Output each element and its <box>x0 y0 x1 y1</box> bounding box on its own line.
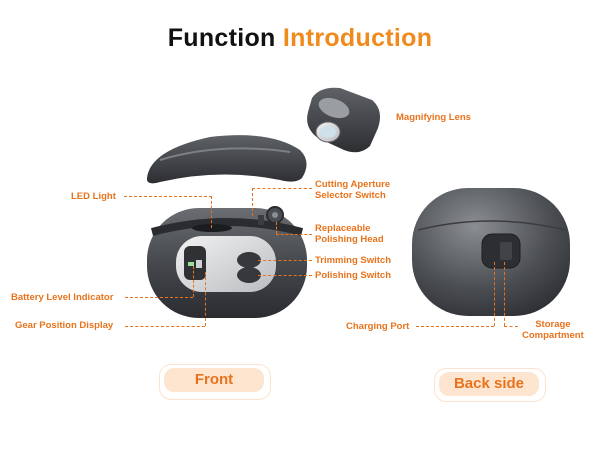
device-back-body <box>412 188 570 316</box>
label-storage-line2: Compartment <box>522 330 584 341</box>
label-storage-compartment: Storage Compartment <box>522 319 584 341</box>
gear-position-line-v <box>205 272 206 326</box>
led-light-line-v <box>211 196 212 228</box>
gear-position-line-h <box>125 326 205 327</box>
replaceable-head-line-v <box>276 222 277 234</box>
device-lid <box>146 135 307 184</box>
title-word-introduction: Introduction <box>282 24 433 52</box>
led-light-line-h <box>124 196 212 197</box>
battery-level-line-h <box>125 297 193 298</box>
label-led-light: LED Light <box>71 191 116 202</box>
label-magnifying-lens: Magnifying Lens <box>396 112 471 123</box>
battery-level-line-v <box>193 266 194 297</box>
replaceable-head-line-h <box>276 234 312 235</box>
label-trimming-switch: Trimming Switch <box>315 255 392 266</box>
device-front-body <box>147 206 307 318</box>
label-cutting-aperture-line1: Cutting Aperture <box>315 179 391 190</box>
label-replaceable-line1: Replaceable <box>315 223 371 234</box>
trimming-switch-line <box>258 260 312 261</box>
label-battery-level-indicator: Battery Level Indicator <box>11 292 114 303</box>
storage-line-h <box>504 326 518 327</box>
magnifying-lens-accessory <box>307 87 380 153</box>
label-polishing-switch: Polishing Switch <box>315 270 392 281</box>
page-title: Function Introduction <box>0 24 600 53</box>
front-button[interactable]: Front <box>164 368 264 392</box>
title-word-function: Function <box>167 24 276 52</box>
storage-line-v <box>504 262 505 326</box>
label-gear-position-display: Gear Position Display <box>15 320 114 331</box>
cutting-aperture-line-v <box>252 188 253 216</box>
label-replaceable-polishing-head: Replaceable Polishing Head <box>315 223 384 245</box>
polishing-switch-line <box>258 275 312 276</box>
charging-port-line-v <box>494 262 495 326</box>
label-storage-line1: Storage <box>535 319 571 330</box>
label-replaceable-line2: Polishing Head <box>315 234 384 245</box>
label-charging-port: Charging Port <box>346 321 410 332</box>
cutting-aperture-line-h <box>252 188 312 189</box>
label-cutting-aperture-line2: Selector Switch <box>315 190 386 201</box>
back-side-button[interactable]: Back side <box>439 372 539 396</box>
charging-port-line-h <box>416 326 494 327</box>
label-cutting-aperture: Cutting Aperture Selector Switch <box>315 179 390 201</box>
